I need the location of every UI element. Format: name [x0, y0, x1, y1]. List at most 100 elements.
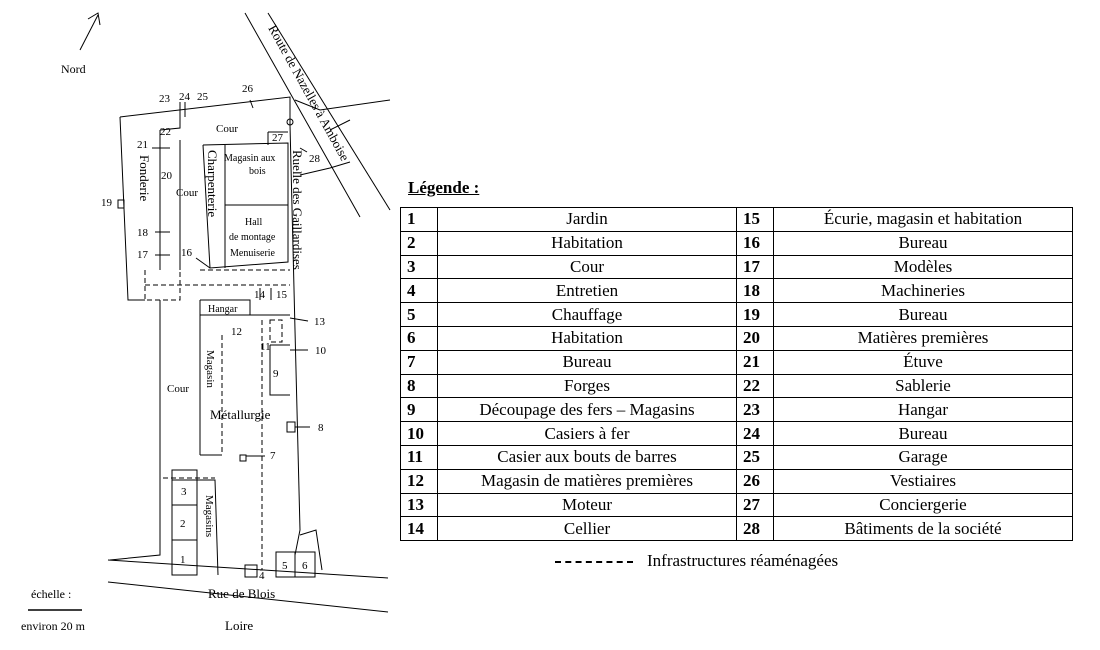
map-number: 4: [259, 570, 265, 582]
map-number: 24: [179, 91, 191, 103]
map-number: 21: [137, 139, 148, 151]
legend-label: Cellier: [437, 516, 737, 542]
map-number: 9: [273, 368, 279, 380]
legend-number: 25: [736, 444, 774, 470]
map-number: 22: [160, 126, 171, 138]
map-number: 7: [270, 450, 276, 462]
label-magasins: Magasins: [203, 495, 215, 537]
label-cour-left: Cour: [167, 383, 189, 395]
legend-number: 21: [736, 349, 774, 375]
site-plan-map: Nord Route de Nazelles à Amboise: [21, 12, 391, 633]
legend-number: 28: [736, 516, 774, 542]
building-metallurgie: [199, 299, 296, 462]
legend-label: Bureau: [437, 349, 737, 375]
label-hall-1: Hall: [245, 217, 262, 228]
label-fonderie: Fonderie: [137, 155, 152, 201]
label-hall-3: Menuiserie: [230, 248, 276, 259]
legend-number: 27: [736, 492, 774, 518]
legend-number: 15: [736, 207, 774, 232]
detail-marks: [117, 99, 310, 571]
label-metallurgie: Métallurgie: [210, 407, 271, 422]
legend-label: Bâtiments de la société: [773, 516, 1073, 542]
legend-label: Casiers à fer: [437, 421, 737, 446]
map-number: 6: [302, 560, 308, 572]
legend-label: Cour: [437, 254, 737, 280]
north-label: Nord: [61, 62, 86, 76]
legend-number: 8: [400, 373, 438, 399]
legend-number: 14: [400, 516, 438, 542]
map-number: 25: [197, 91, 209, 103]
map-number: 10: [315, 345, 327, 357]
dashed-line-sample: [555, 561, 633, 563]
legend-label: Matières premières: [773, 325, 1073, 351]
map-number: 28: [309, 153, 321, 165]
label-hangar: Hangar: [208, 304, 238, 315]
street-blois: [107, 559, 389, 613]
legend-label: Machineries: [773, 278, 1073, 304]
label-cour-top: Cour: [216, 123, 238, 135]
legend-label: Entretien: [437, 278, 737, 304]
legend-number: 6: [400, 325, 438, 351]
site-outline: [109, 96, 323, 571]
legend-label: Jardin: [437, 207, 737, 232]
map-number: 23: [159, 93, 171, 105]
map-number: 12: [231, 326, 242, 338]
map-number: 1: [180, 554, 186, 566]
legend-number: 2: [400, 230, 438, 256]
legend-number: 19: [736, 302, 774, 327]
legend-number: 20: [736, 325, 774, 351]
map-number: 14: [254, 289, 266, 301]
legend-number: 23: [736, 397, 774, 423]
legend-label: Modèles: [773, 254, 1073, 280]
legend-label: Habitation: [437, 325, 737, 351]
legend-number: 4: [400, 278, 438, 304]
legend-label: Magasin de matières premières: [437, 468, 737, 494]
map-number: 27: [272, 132, 284, 144]
legend-number: 18: [736, 278, 774, 304]
legend-label: Forges: [437, 373, 737, 399]
map-number: 19: [101, 197, 113, 209]
legend-number: 16: [736, 230, 774, 256]
road-nazelles: [244, 12, 391, 218]
label-magasin: Magasin: [204, 350, 216, 388]
legend-label: Bureau: [773, 421, 1073, 446]
map-number: 16: [181, 247, 193, 259]
legend-label: Habitation: [437, 230, 737, 256]
north-arrow-icon: [79, 12, 101, 51]
legend-number: 9: [400, 397, 438, 423]
legend-number: 22: [736, 373, 774, 399]
building-magasins: [171, 469, 316, 578]
legend-label: Garage: [773, 444, 1073, 470]
label-hall-2: de montage: [229, 232, 276, 243]
map-number: 26: [242, 83, 254, 95]
legend-number: 1: [400, 207, 438, 232]
legend-label: Vestiaires: [773, 468, 1073, 494]
legend-label: Conciergerie: [773, 492, 1073, 518]
legend-number: 24: [736, 421, 774, 446]
map-number: 5: [282, 560, 288, 572]
dashed-legend-label: Infrastructures réaménagées: [647, 551, 839, 570]
scale-value: environ 20 m: [21, 619, 86, 633]
dashed-legend: Infrastructures réaménagées: [555, 551, 838, 571]
label-magasin-bois-2: bois: [249, 166, 266, 177]
map-number: 3: [181, 486, 187, 498]
map-number: 17: [137, 249, 149, 261]
map-number: 8: [318, 422, 324, 434]
map-number: 15: [276, 289, 288, 301]
legend-label: Écurie, magasin et habitation: [773, 207, 1073, 232]
legend-label: Bureau: [773, 302, 1073, 327]
legend-label: Bureau: [773, 230, 1073, 256]
label-charpenterie: Charpenterie: [205, 150, 220, 217]
side-street: [294, 99, 391, 176]
